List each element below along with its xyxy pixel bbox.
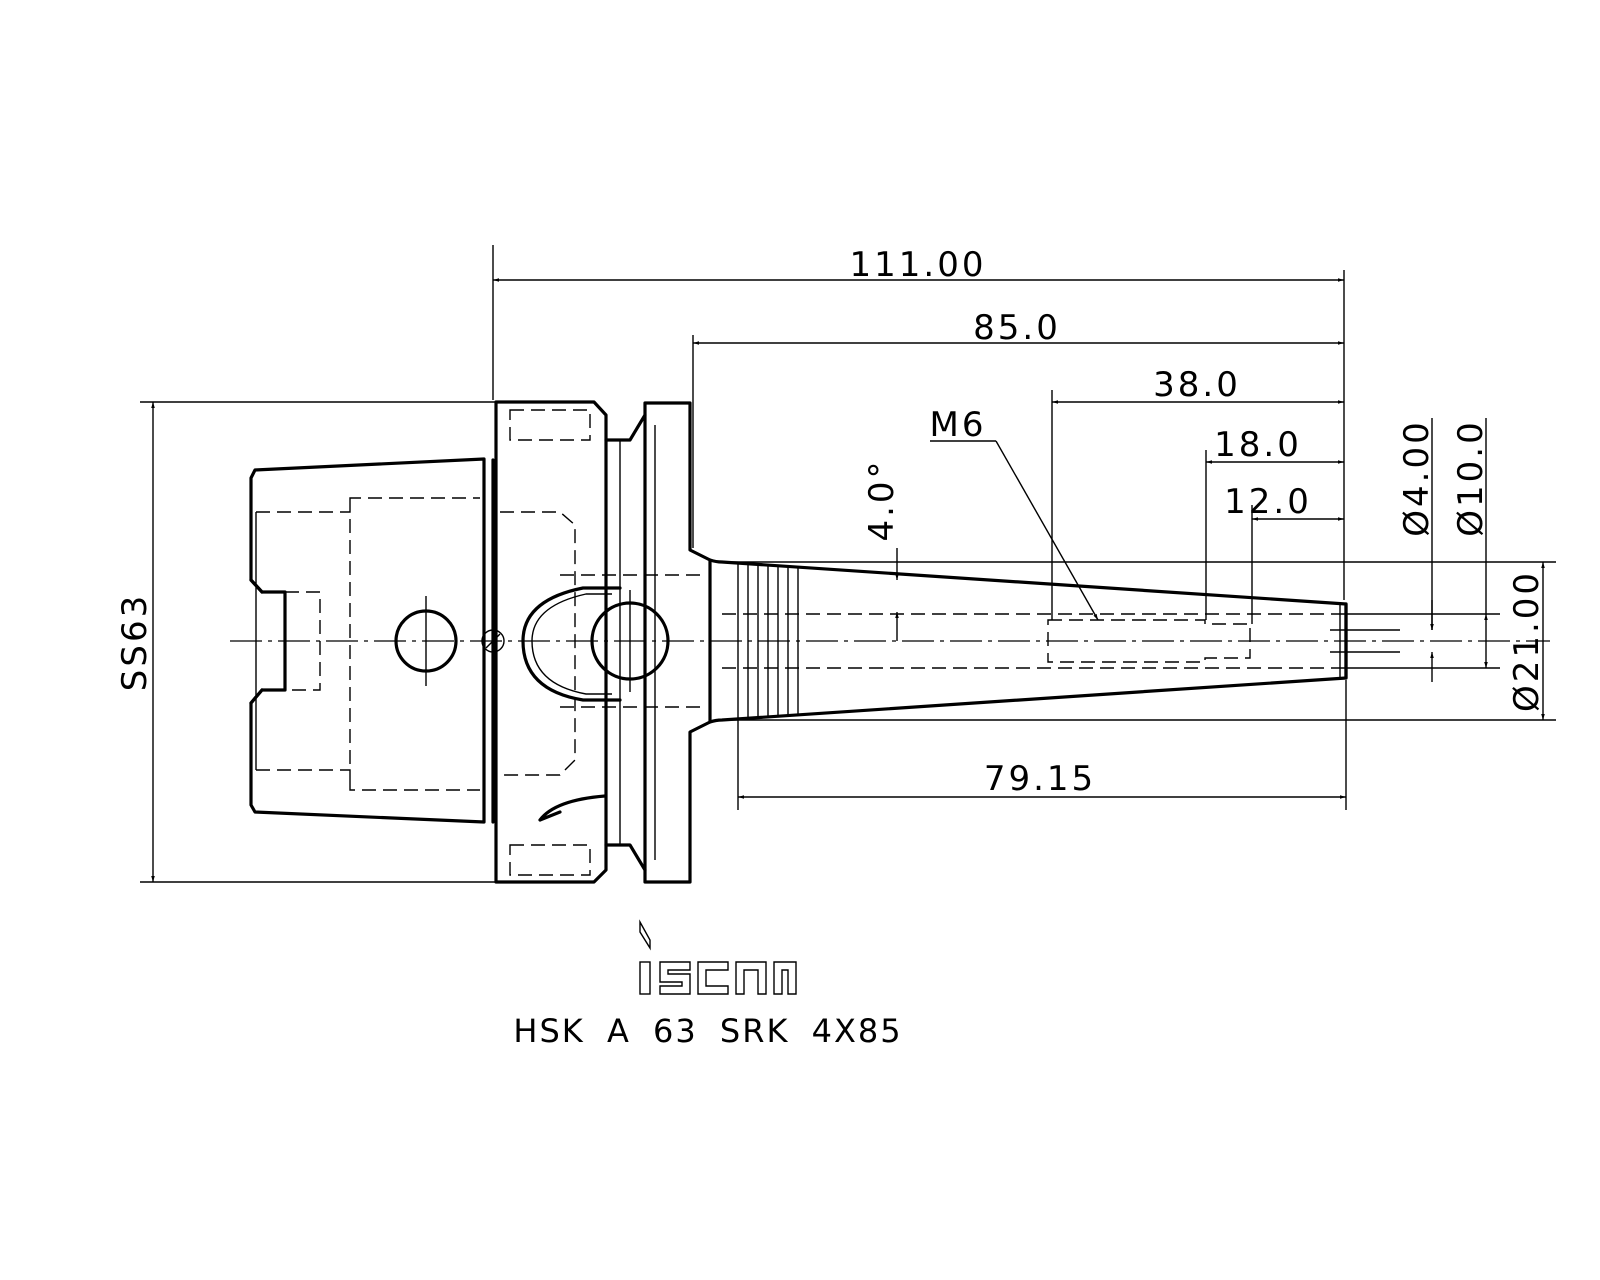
dim-12-label: 12.0 (1224, 482, 1312, 522)
dim-18: 18.0 (1205, 425, 1344, 620)
dim-diameter-4: Ø4.00 (1397, 418, 1437, 682)
dim-angle-label: 4.0° (862, 458, 902, 541)
dim-d21-label: Ø21.00 (1507, 570, 1547, 712)
dim-12: 12.0 (1224, 482, 1344, 624)
dim-body-length: 79.15 (737, 680, 1347, 810)
dim-extension-length: 38.0 (1051, 365, 1344, 620)
flange-body (394, 400, 712, 884)
dim-111-label: 111.00 (850, 245, 987, 285)
thread-label: M6 (930, 405, 987, 445)
dim-gauge-length: 85.0 (692, 308, 1344, 548)
dim-d4-label: Ø4.00 (1397, 419, 1437, 536)
dim-79-label: 79.15 (984, 759, 1096, 799)
dim-diameter-21: Ø21.00 (722, 561, 1556, 721)
hsk-shank (249, 457, 495, 824)
dim-d10-label: Ø10.0 (1451, 419, 1491, 536)
thread-callout: M6 (930, 405, 1099, 621)
dim-overall-length: 111.00 (492, 245, 1345, 600)
dim-diameter-10: Ø10.0 (1346, 418, 1500, 669)
dim-ss63-label: SS63 (115, 593, 155, 691)
dim-shank-size: SS63 (115, 401, 496, 883)
shrink-extension (708, 558, 1400, 724)
dim-85-label: 85.0 (973, 308, 1061, 348)
dim-38-label: 38.0 (1153, 365, 1241, 405)
iscar-logo (639, 919, 797, 995)
dim-taper-angle: 4.0° (862, 458, 902, 641)
product-code: HSK A 63 SRK 4X85 (513, 1012, 902, 1050)
dim-18-label: 18.0 (1214, 425, 1302, 465)
